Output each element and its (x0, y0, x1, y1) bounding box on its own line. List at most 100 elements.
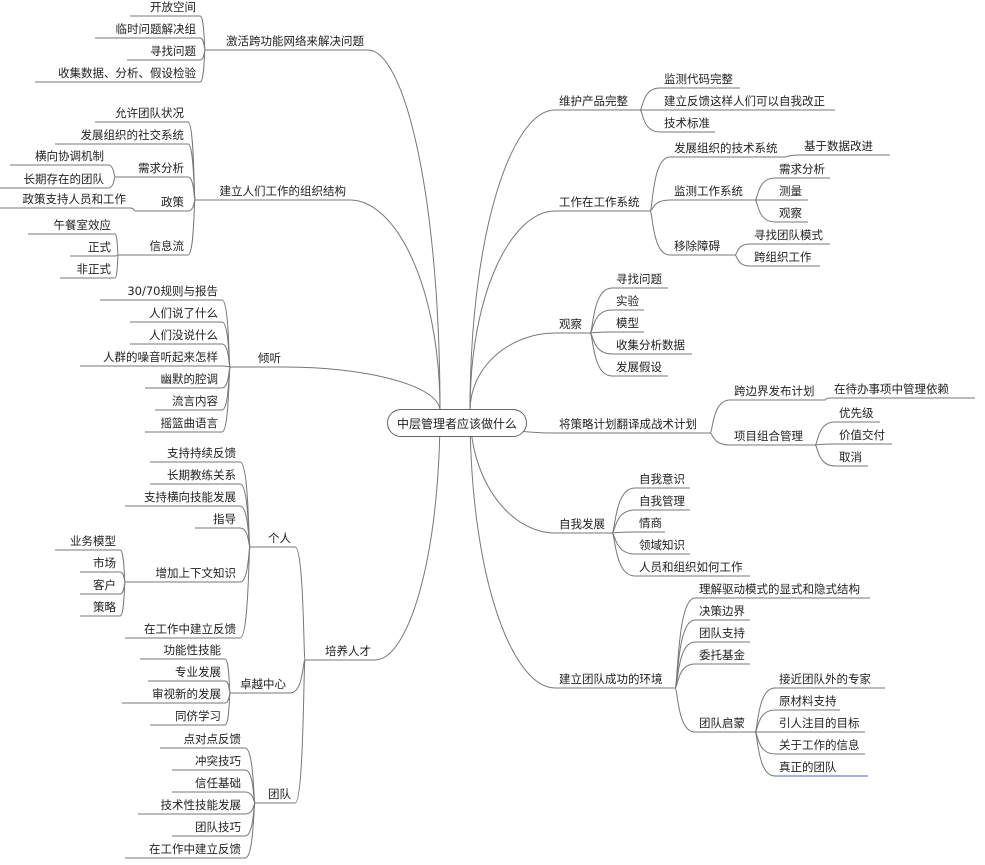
topic-node[interactable]: 政策支持人员和工作 (22, 192, 127, 206)
topic-node[interactable]: 技术性技能发展 (160, 798, 242, 812)
topic-node[interactable]: 技术标准 (664, 116, 710, 130)
topic-node[interactable]: 长期教练关系 (167, 468, 236, 482)
connector-curve (114, 254, 119, 279)
branch-node[interactable]: 建立团队成功的环境 (559, 672, 663, 686)
topic-node[interactable]: 30/70规则与报告 (127, 284, 218, 298)
topic-node[interactable]: 需求分析 (779, 162, 825, 176)
branch-node[interactable]: 培养人才 (325, 644, 371, 658)
branch-node[interactable]: 倾听 (258, 351, 281, 365)
topic-node[interactable]: 人们说了什么 (149, 306, 218, 320)
topic-node[interactable]: 自我管理 (639, 494, 685, 508)
topic-node[interactable]: 监测代码完整 (664, 72, 733, 86)
topic-node[interactable]: 模型 (616, 316, 639, 330)
topic-node[interactable]: 真正的团队 (779, 760, 837, 774)
topic-node[interactable]: 信任基础 (195, 776, 241, 790)
topic-node[interactable]: 午餐室效应 (53, 218, 112, 232)
topic-node[interactable]: 临时问题解决组 (115, 22, 197, 36)
topic-node[interactable]: 价值交付 (839, 428, 885, 442)
topic-node[interactable]: 业务模型 (70, 534, 116, 548)
branch-connector (367, 49, 441, 412)
topic-node[interactable]: 人群的噪音听起来怎样 (103, 350, 218, 364)
topic-node[interactable]: 团队 (268, 787, 291, 801)
topic-node[interactable]: 测量 (779, 184, 802, 198)
branch-node[interactable]: 工作在工作系统 (559, 195, 640, 209)
branch-node[interactable]: 自我发展 (559, 517, 605, 531)
topic-node[interactable]: 流言内容 (172, 394, 218, 408)
topic-node[interactable]: 非正式 (76, 262, 112, 276)
topic-node[interactable]: 决策边界 (699, 604, 745, 618)
topic-node[interactable]: 增加上下文知识 (155, 566, 237, 580)
topic-node[interactable]: 理解驱动模式的显式和隐式结构 (699, 582, 860, 596)
topic-node[interactable]: 基于数据改进 (804, 139, 873, 153)
topic-node[interactable]: 政策 (161, 195, 184, 209)
topic-node[interactable]: 摇篮曲语言 (160, 416, 219, 430)
topic-node[interactable]: 优先级 (839, 406, 874, 420)
topic-node[interactable]: 寻找团队模式 (754, 228, 823, 242)
topic-node[interactable]: 同侪学习 (175, 709, 221, 723)
topic-node[interactable]: 团队支持 (699, 626, 745, 640)
root-node[interactable]: 中层管理者应该做什么 (387, 409, 527, 437)
topic-node[interactable]: 客户 (93, 578, 116, 592)
topic-node[interactable]: 市场 (93, 556, 116, 570)
topic-node[interactable]: 人们没说什么 (149, 328, 218, 342)
connector-curve (294, 659, 306, 804)
topic-node[interactable]: 取消 (839, 450, 862, 464)
topic-node[interactable]: 委托基金 (699, 648, 745, 662)
topic-node[interactable]: 建立反馈这样人们可以自我改正 (664, 94, 825, 108)
topic-node[interactable]: 在待办事项中管理依赖 (834, 382, 949, 396)
topic-node[interactable]: 监测工作系统 (674, 184, 743, 198)
topic-node[interactable]: 团队启蒙 (699, 716, 745, 730)
topic-node[interactable]: 点对点反馈 (183, 732, 242, 746)
branch-node[interactable]: 建立人们工作的组织结构 (219, 184, 347, 198)
topic-node[interactable]: 实验 (616, 294, 639, 308)
topic-node[interactable]: 在工作中建立反馈 (144, 622, 236, 636)
topic-node[interactable]: 收集数据、分析、假设检验 (58, 66, 196, 80)
connector-curve (244, 802, 256, 859)
topic-node[interactable]: 长期存在的团队 (23, 172, 105, 186)
topic-node[interactable]: 幽默的腔调 (160, 372, 219, 386)
topic-node[interactable]: 支持持续反馈 (167, 446, 236, 460)
topic-node[interactable]: 允许团队状况 (115, 106, 184, 120)
branch-node[interactable]: 维护产品完整 (559, 94, 628, 108)
topic-node[interactable]: 跨边界发布计划 (734, 384, 815, 398)
branch-node[interactable]: 激活跨功能网络来解决问题 (226, 34, 364, 48)
topic-node[interactable]: 移除障碍 (674, 239, 720, 253)
topic-node[interactable]: 发展假设 (616, 360, 662, 374)
topic-node[interactable]: 情商 (639, 516, 662, 530)
topic-node[interactable]: 寻找问题 (150, 44, 196, 58)
topic-node[interactable]: 功能性技能 (163, 643, 222, 657)
topic-node[interactable]: 横向协调机制 (35, 149, 104, 163)
topic-node[interactable]: 跨组织工作 (754, 250, 812, 264)
topic-node[interactable]: 信息流 (149, 239, 185, 253)
topic-node[interactable]: 卓越中心 (240, 677, 286, 691)
topic-node[interactable]: 寻找问题 (616, 272, 662, 286)
topic-node[interactable]: 团队技巧 (195, 820, 241, 834)
topic-node[interactable]: 发展组织的技术系统 (674, 141, 778, 155)
topic-node[interactable]: 人员和组织如何工作 (639, 560, 743, 574)
topic-node[interactable]: 冲突技巧 (195, 754, 241, 768)
topic-node[interactable]: 收集分析数据 (616, 338, 685, 352)
connector-curve (754, 709, 776, 733)
topic-node[interactable]: 策略 (93, 600, 116, 614)
topic-node[interactable]: 开放空间 (150, 0, 196, 14)
topic-node[interactable]: 专业发展 (175, 665, 221, 679)
topic-node[interactable]: 正式 (88, 240, 111, 254)
topic-node[interactable]: 引人注目的目标 (779, 716, 860, 730)
topic-node[interactable]: 支持横向技能发展 (144, 490, 236, 504)
connector-curve (649, 156, 671, 212)
branch-node[interactable]: 将策略计划翻译成战术计划 (559, 417, 697, 431)
topic-node[interactable]: 审视新的发展 (152, 687, 221, 701)
topic-node[interactable]: 接近团队外的专家 (779, 672, 871, 686)
topic-node[interactable]: 在工作中建立反馈 (149, 842, 241, 856)
topic-node[interactable]: 需求分析 (138, 161, 184, 175)
topic-node[interactable]: 关于工作的信息 (779, 738, 860, 752)
branch-node[interactable]: 观察 (559, 317, 582, 331)
topic-node[interactable]: 观察 (779, 206, 802, 220)
topic-node[interactable]: 项目组合管理 (734, 429, 803, 443)
topic-node[interactable]: 发展组织的社交系统 (80, 128, 185, 142)
topic-node[interactable]: 领域知识 (639, 538, 685, 552)
topic-node[interactable]: 个人 (268, 531, 291, 545)
topic-node[interactable]: 自我意识 (639, 472, 685, 486)
topic-node[interactable]: 原材料支持 (779, 694, 837, 708)
topic-node[interactable]: 指导 (213, 512, 236, 526)
